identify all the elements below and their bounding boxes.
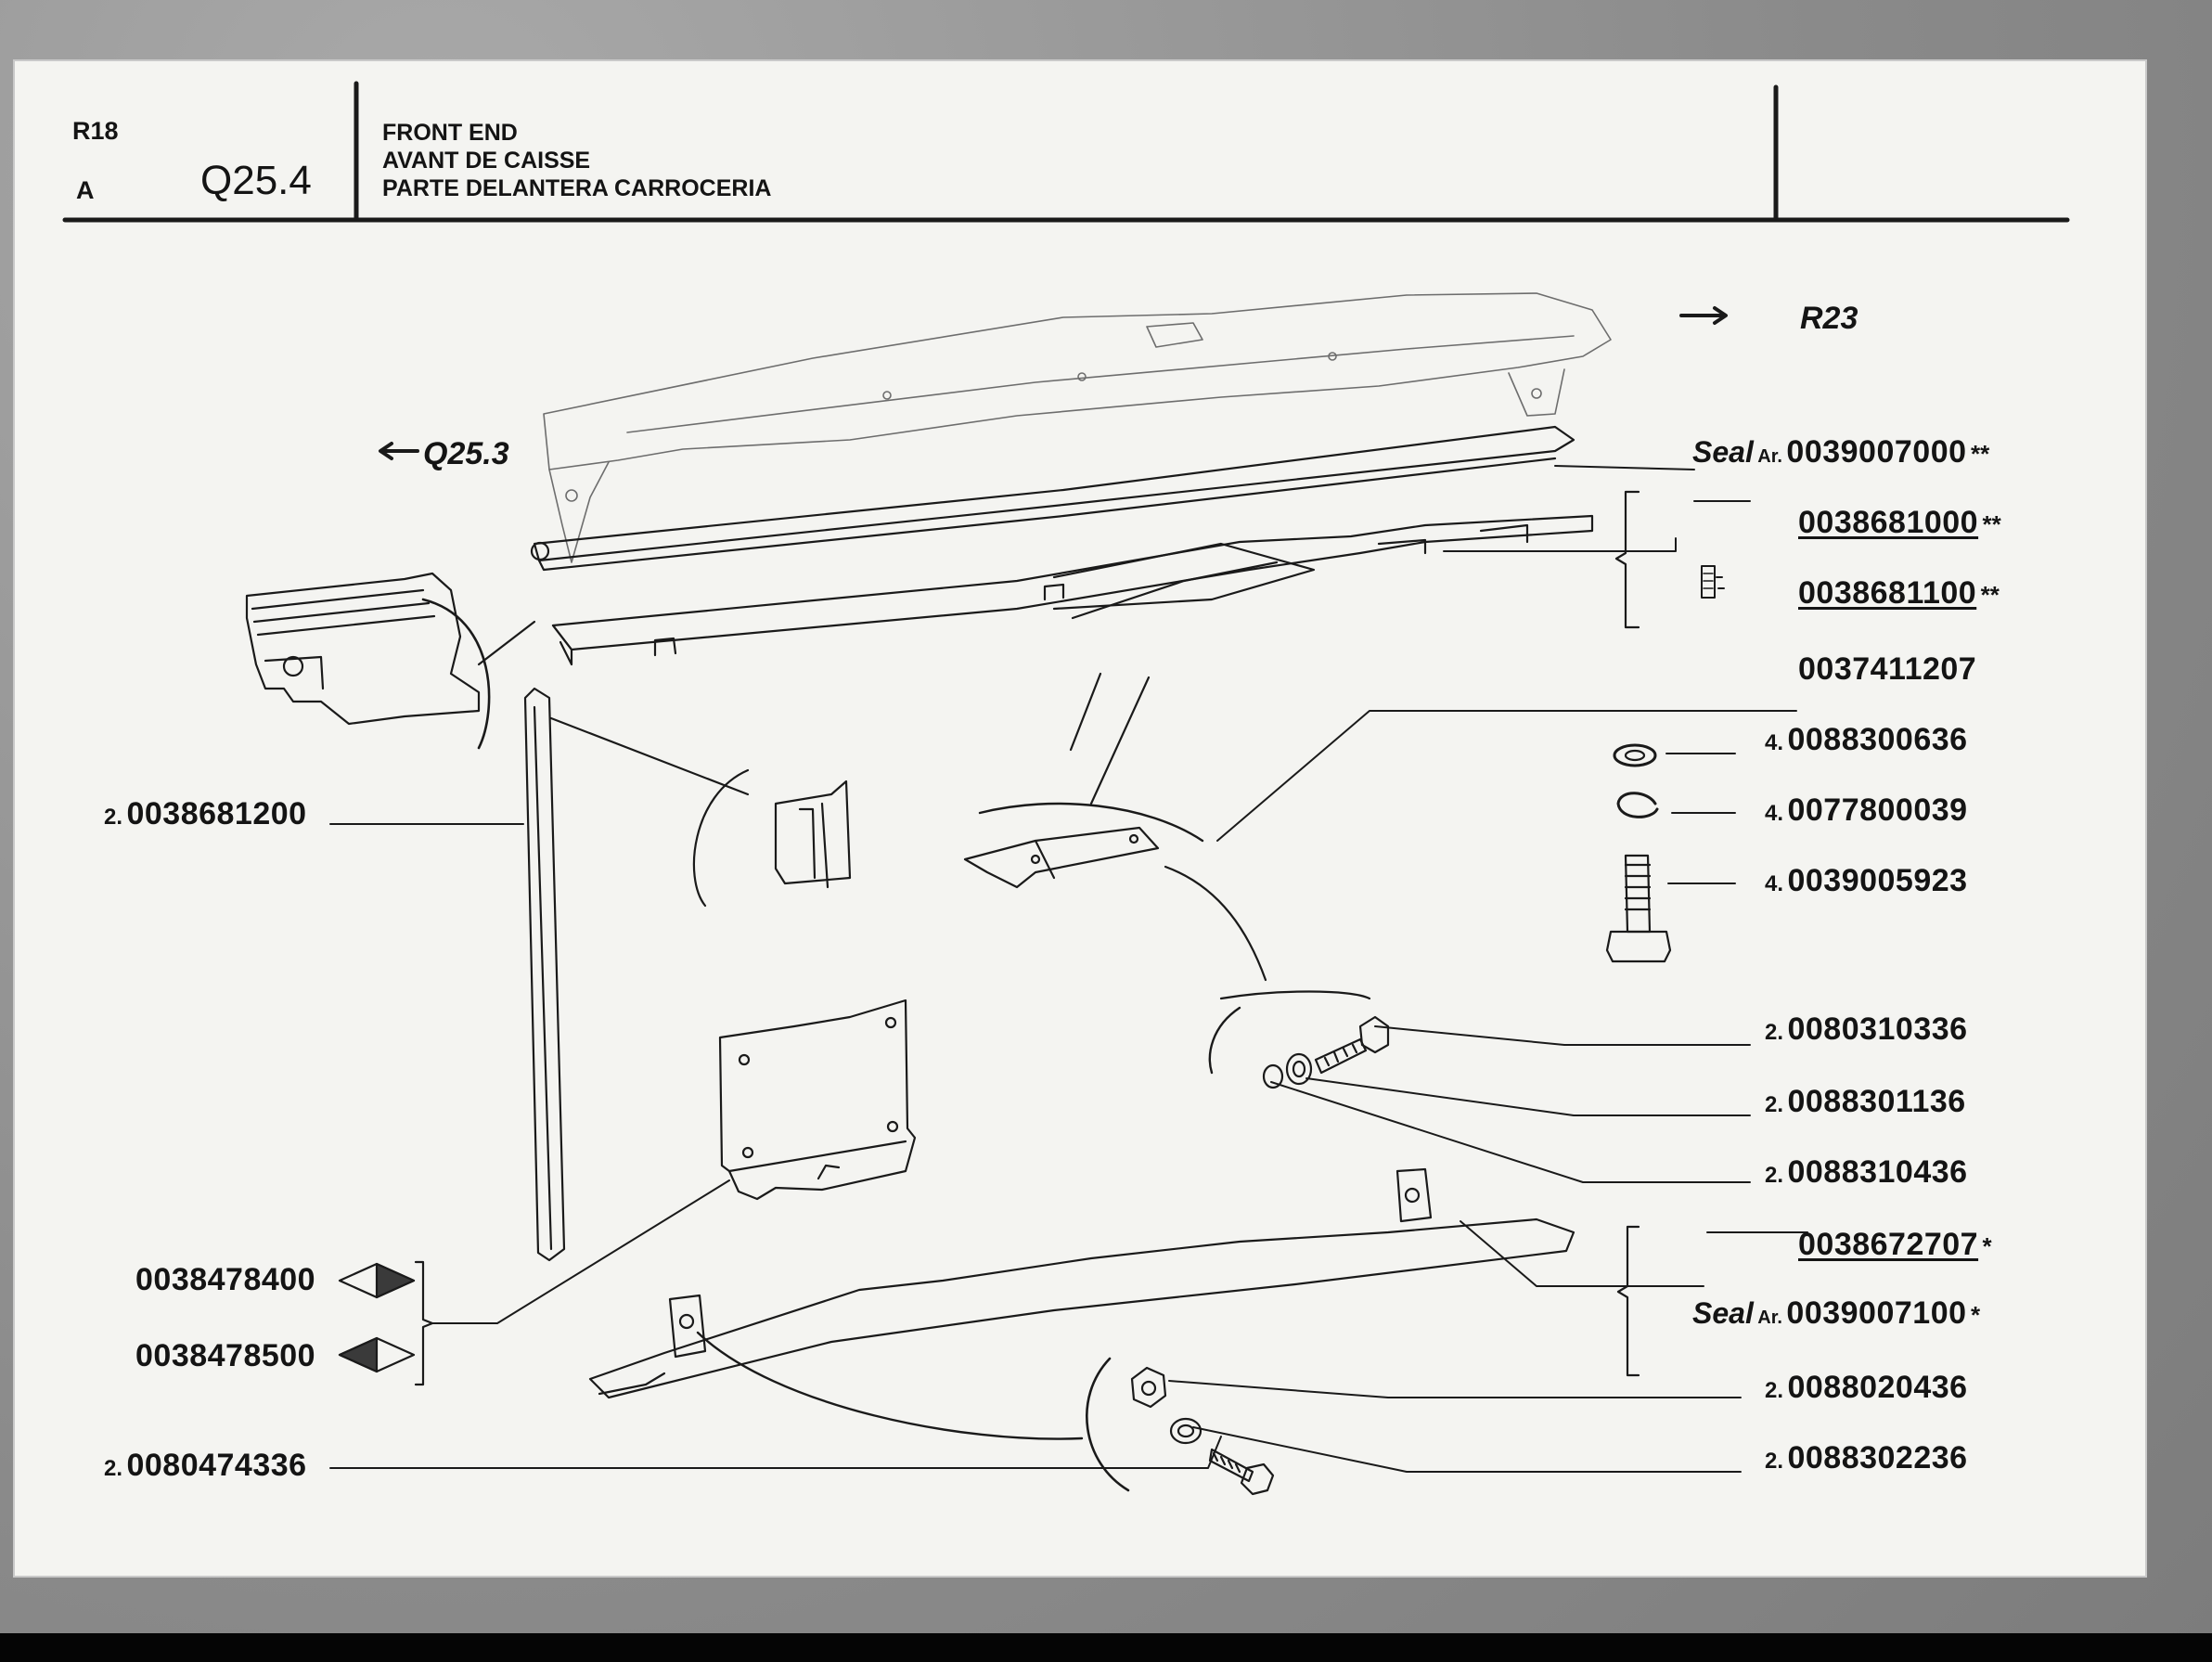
- title-en: FRONT END: [382, 120, 518, 146]
- small-bracket: [963, 672, 1204, 889]
- catalog-sheet: R18 A Q25.4 FRONT END AVANT DE CAISSE PA…: [15, 61, 2145, 1576]
- upper-seal-strip: [530, 425, 1575, 572]
- part-row-0088020436[interactable]: 2. 0088020436: [1765, 1370, 1968, 1406]
- part-number: 0038681200: [126, 796, 307, 831]
- exploded-diagram: [62, 81, 2070, 1496]
- part-number: 0039005923: [1787, 863, 1968, 898]
- part-quantity: 4.: [1765, 730, 1784, 755]
- part-row-0080474336[interactable]: 2. 0080474336: [104, 1448, 307, 1484]
- part-mark: **: [1980, 581, 2000, 609]
- part-number: 0039007000: [1786, 434, 1967, 470]
- part-quantity: 2.: [1765, 1020, 1784, 1045]
- part-number: 0038681100: [1798, 575, 1977, 611]
- part-quantity: 2.: [1765, 1378, 1784, 1403]
- part-row-0038672707[interactable]: 0038672707 *: [1798, 1227, 1992, 1263]
- part-row-0038478500[interactable]: 0038478500: [135, 1338, 315, 1374]
- part-quantity: 2.: [104, 805, 123, 830]
- part-quantity: 2.: [1765, 1449, 1784, 1474]
- diamond-icon-left-hand: [338, 1336, 416, 1373]
- part-mark: *: [1970, 1301, 1981, 1329]
- leader-lines: [329, 465, 1808, 1473]
- part-number: 0038478500: [135, 1338, 316, 1373]
- next-page-link[interactable]: R23: [1800, 301, 1858, 336]
- part-row-0039007000[interactable]: Seal Ar. 0039007000 **: [1692, 434, 1989, 470]
- article-label: Ar.: [1757, 446, 1782, 467]
- part-mark: **: [1970, 440, 1990, 468]
- part-row-0088301136[interactable]: 2. 0088301136: [1765, 1084, 1966, 1120]
- scan-bottom-edge: [0, 1633, 2212, 1662]
- group-bracket-left: [414, 1260, 434, 1386]
- part-row-0039005923[interactable]: 4. 0039005923: [1765, 863, 1968, 899]
- part-row-0088302236[interactable]: 2. 0088302236: [1765, 1440, 1968, 1476]
- part-number: 0088301136: [1787, 1084, 1966, 1119]
- part-quantity: 2.: [1765, 1163, 1784, 1188]
- part-number: 0088300636: [1787, 722, 1968, 757]
- part-mark: **: [1982, 510, 2001, 538]
- part-quantity: 4.: [1765, 801, 1784, 826]
- part-number: 0038681000: [1798, 505, 1979, 540]
- title-fr: AVANT DE CAISSE: [382, 148, 591, 174]
- arrow-left-icon: [379, 442, 419, 460]
- deflector-panel: [551, 514, 1594, 666]
- vertical-seal-detail: [549, 716, 852, 908]
- part-row-0038681000[interactable]: 0038681000 **: [1798, 505, 2001, 541]
- part-number: 0080474336: [126, 1448, 307, 1483]
- part-row-0077800039[interactable]: 4. 0077800039: [1765, 792, 1968, 829]
- part-row-0038681100[interactable]: 0038681100 **: [1798, 575, 2000, 612]
- article-label: Ar.: [1757, 1308, 1782, 1328]
- part-row-0080310336[interactable]: 2. 0080310336: [1765, 1011, 1968, 1048]
- part-number: 0080310336: [1787, 1011, 1968, 1047]
- part-row-0088310436[interactable]: 2. 0088310436: [1765, 1154, 1968, 1191]
- part-number: 0038478400: [135, 1262, 316, 1297]
- lower-fastener-group: [1086, 1357, 1275, 1496]
- upper-cross-member: [543, 292, 1612, 563]
- part-number: 0037411207: [1798, 651, 1977, 687]
- part-quantity: 4.: [1765, 871, 1784, 896]
- part-number: 0088302236: [1787, 1440, 1968, 1475]
- diamond-icon-right-hand: [338, 1262, 416, 1299]
- seal-profile-detail: [245, 572, 536, 750]
- title-es: PARTE DELANTERA CARROCERIA: [382, 175, 772, 201]
- model-code: R18: [72, 117, 119, 145]
- part-number: 0077800039: [1787, 792, 1968, 828]
- part-quantity: 2.: [1765, 1092, 1784, 1117]
- part-number: 0039007100: [1786, 1295, 1967, 1331]
- lower-deflector: [588, 1167, 1575, 1440]
- radiator-mount-bracket: [718, 998, 917, 1201]
- part-number: 0088310436: [1787, 1154, 1968, 1190]
- part-row-0088300636[interactable]: 4. 0088300636: [1765, 722, 1968, 758]
- arrow-right-icon: [1679, 306, 1728, 325]
- part-number: 0088020436: [1787, 1370, 1968, 1405]
- part-mark: *: [1982, 1232, 1992, 1260]
- right-fastener-group: [1605, 743, 1672, 963]
- part-row-0038681200[interactable]: 2. 0038681200: [104, 796, 307, 832]
- part-row-0037411207[interactable]: 0037411207: [1798, 651, 1976, 688]
- vertical-part-icon: [1701, 565, 1716, 599]
- part-row-0039007100[interactable]: Seal Ar. 0039007100 *: [1692, 1295, 1980, 1332]
- middle-fastener-group: [1262, 1015, 1390, 1089]
- prev-page-link[interactable]: Q25.3: [423, 436, 509, 471]
- vertical-seal: [523, 687, 566, 1262]
- page-reference: Q25.4: [200, 158, 312, 203]
- group-bracket-top: [1614, 490, 1640, 629]
- dash-icon-left-hand: [1716, 576, 1725, 589]
- seal-label: Seal: [1692, 1296, 1754, 1330]
- seal-label: Seal: [1692, 435, 1754, 469]
- part-quantity: 2.: [104, 1456, 123, 1481]
- group-bracket-bottom: [1616, 1225, 1640, 1377]
- part-number: 0038672707: [1798, 1227, 1979, 1262]
- model-variant: A: [76, 176, 95, 204]
- part-row-0038478400[interactable]: 0038478400: [135, 1262, 315, 1298]
